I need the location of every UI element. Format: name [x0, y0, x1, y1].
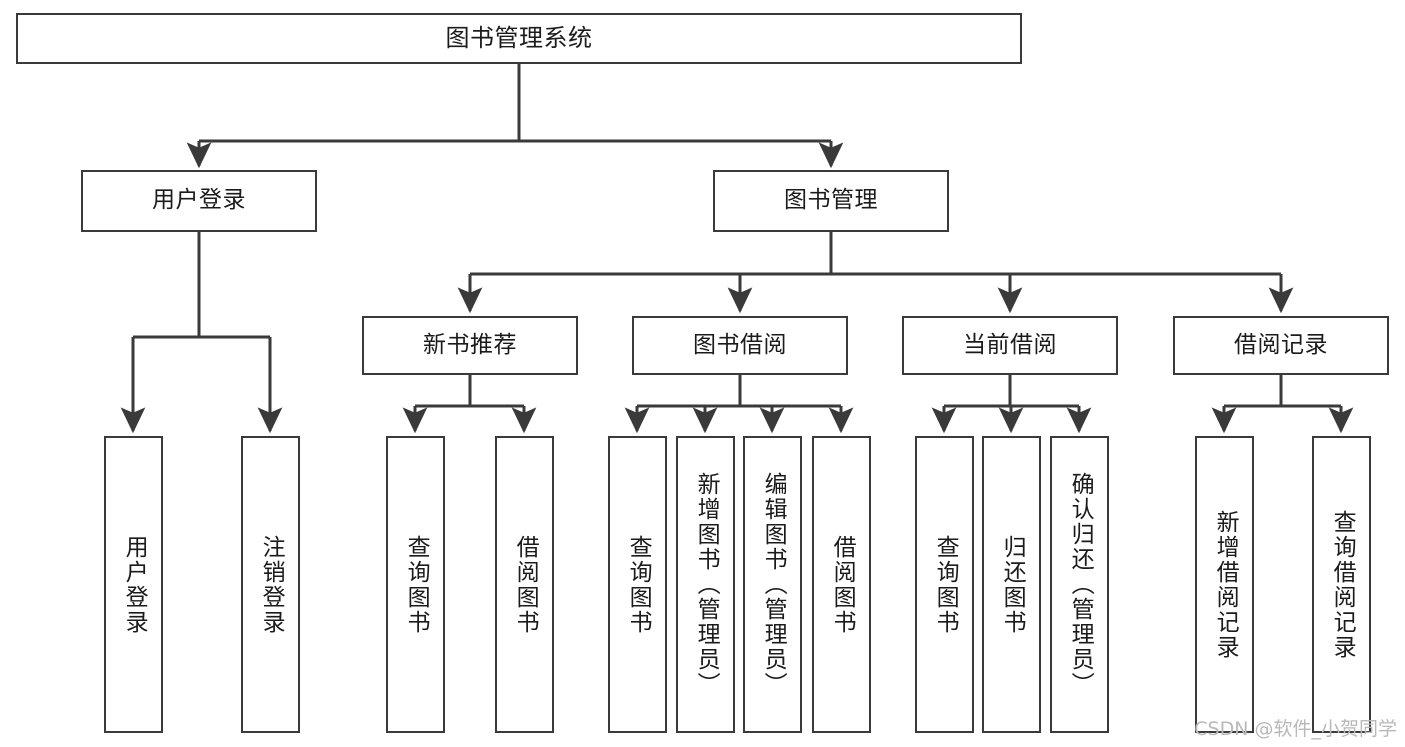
node-label: 查询图书: [625, 534, 652, 635]
node-user-login[interactable]: 用户登录: [81, 170, 317, 232]
node-label: 新增借阅记录: [1212, 509, 1239, 660]
node-leaf-user-logout[interactable]: 注销登录: [241, 436, 300, 733]
node-label: 新增图书（管理员）: [693, 472, 720, 697]
node-leaf-record-add-record[interactable]: 新增借阅记录: [1195, 436, 1254, 733]
node-label: 用户登录: [152, 187, 246, 214]
csdn-watermark: CSDN @软件_小贺同学: [1194, 718, 1397, 740]
node-leaf-borrow-add-book-admin[interactable]: 新增图书（管理员）: [676, 436, 735, 733]
node-label: 图书借阅: [693, 331, 787, 358]
node-label: 归还图书: [999, 534, 1026, 635]
node-book-borrowing[interactable]: 图书借阅: [632, 316, 848, 375]
node-root-book-management-system[interactable]: 图书管理系统: [16, 13, 1022, 64]
node-leaf-current-return-book[interactable]: 归还图书: [982, 436, 1041, 733]
node-label: 借阅图书: [512, 534, 539, 635]
node-label: 新书推荐: [423, 331, 517, 358]
node-leaf-recommend-borrow-book[interactable]: 借阅图书: [495, 436, 554, 733]
node-label: 当前借阅: [963, 331, 1057, 358]
node-book-management[interactable]: 图书管理: [713, 170, 949, 232]
node-new-book-recommendation[interactable]: 新书推荐: [362, 316, 578, 375]
node-leaf-borrow-query-book[interactable]: 查询图书: [608, 436, 667, 733]
node-leaf-user-login[interactable]: 用户登录: [104, 436, 163, 733]
node-label: 用户登录: [121, 534, 148, 635]
node-label: 借阅记录: [1234, 331, 1328, 358]
node-label: 注销登录: [258, 534, 285, 635]
node-label: 图书管理: [784, 187, 878, 214]
node-leaf-current-confirm-return-admin[interactable]: 确认归还（管理员）: [1050, 436, 1109, 733]
node-label: 编辑图书（管理员）: [760, 472, 787, 697]
node-leaf-record-query-record[interactable]: 查询借阅记录: [1312, 436, 1371, 733]
node-current-borrowing[interactable]: 当前借阅: [902, 316, 1118, 375]
node-leaf-recommend-query-book[interactable]: 查询图书: [386, 436, 445, 733]
node-label: 查询图书: [932, 534, 959, 635]
node-label: 图书管理系统: [445, 24, 593, 53]
node-leaf-current-query-book[interactable]: 查询图书: [915, 436, 974, 733]
node-leaf-borrow-edit-book-admin[interactable]: 编辑图书（管理员）: [743, 436, 802, 733]
node-label: 借阅图书: [829, 534, 856, 635]
node-borrowing-records[interactable]: 借阅记录: [1173, 316, 1389, 375]
node-label: 确认归还（管理员）: [1067, 472, 1094, 697]
node-label: 查询图书: [403, 534, 430, 635]
node-label: 查询借阅记录: [1329, 509, 1356, 660]
node-leaf-borrow-borrow-book[interactable]: 借阅图书: [812, 436, 871, 733]
